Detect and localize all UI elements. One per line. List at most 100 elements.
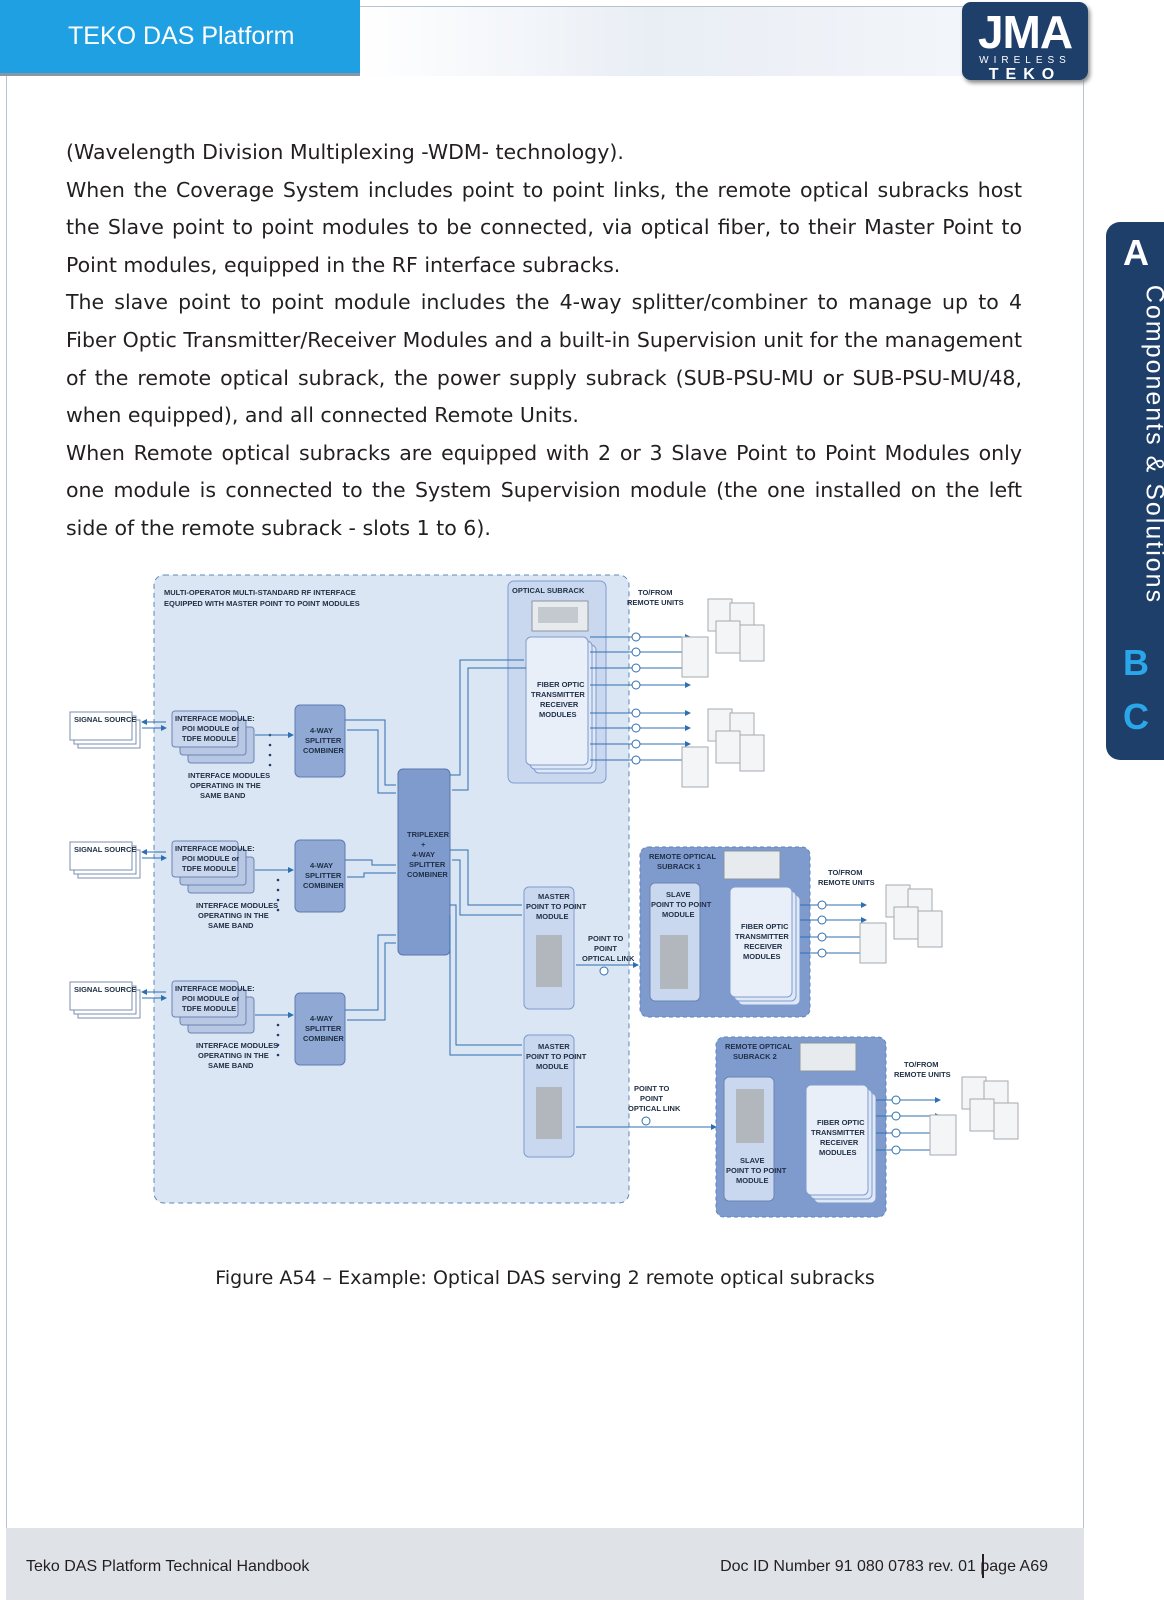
footer-doc-id: Doc ID Number 91 080 0783 rev. 01 page A… <box>720 1558 1048 1575</box>
svg-text:OPERATING IN THE: OPERATING IN THE <box>198 911 269 920</box>
link-label-1a: POINT TO <box>588 934 623 943</box>
svg-text:OPERATING IN THE: OPERATING IN THE <box>190 781 261 790</box>
fiber-optic-modules-remote-2: FIBER OPTIC TRANSMITTER RECEIVER MODULES <box>805 1084 877 1204</box>
signal-source-label: SIGNAL SOURCE <box>74 985 136 994</box>
svg-text:INTERFACE MODULES: INTERFACE MODULES <box>196 1041 278 1050</box>
svg-text:MODULE: MODULE <box>736 1176 769 1185</box>
signal-source-label: SIGNAL SOURCE <box>74 845 136 854</box>
remote-units-cluster-2 <box>681 708 765 788</box>
link-label-2a: POINT TO <box>634 1084 669 1093</box>
svg-text:SPLITTER: SPLITTER <box>409 860 446 869</box>
remote-units-cluster-3 <box>859 884 943 964</box>
svg-text:OPERATING IN THE: OPERATING IN THE <box>198 1051 269 1060</box>
svg-text:4-WAY: 4-WAY <box>412 850 435 859</box>
link-label-1c: OPTICAL LINK <box>582 954 635 963</box>
to-from-label-2: REMOTE UNITS <box>627 598 684 607</box>
to-from-label-1: TO/FROM <box>638 588 672 597</box>
svg-text:TRANSMITTER: TRANSMITTER <box>735 932 789 941</box>
fiber-optic-modules-main: FIBER OPTIC TRANSMITTER RECEIVER MODULES <box>525 636 597 774</box>
svg-text:COMBINER: COMBINER <box>407 870 448 879</box>
signal-source-2: SIGNAL SOURCE <box>69 841 141 879</box>
svg-text:TRANSMITTER: TRANSMITTER <box>531 690 585 699</box>
svg-text:+: + <box>421 840 426 849</box>
svg-text:SAME BAND: SAME BAND <box>208 921 254 930</box>
svg-text:MASTER: MASTER <box>538 1042 570 1051</box>
body-text: (Wavelength Division Multiplexing -WDM- … <box>66 134 1022 548</box>
remote-subrack-2-label-b: SUBRACK 2 <box>733 1052 777 1061</box>
to-from-label-3a: TO/FROM <box>828 868 862 877</box>
svg-text:TDFE MODULE: TDFE MODULE <box>182 1004 236 1013</box>
interface-module-stack-1: INTERFACE MODULE: POI MODULE or TDFE MOD… <box>171 710 270 800</box>
section-side-tab[interactable]: A Components & Solutions B C <box>1106 222 1164 760</box>
interface-module-stack-2: INTERFACE MODULE: POI MODULE or TDFE MOD… <box>171 840 278 930</box>
logo-brand: TEKO <box>988 66 1062 83</box>
svg-text:POI MODULE or: POI MODULE or <box>182 994 239 1003</box>
slave-ptp-module-2: SLAVE POINT TO POINT MODULE <box>723 1076 787 1202</box>
svg-text:4-WAY: 4-WAY <box>310 861 333 870</box>
section-letter-a[interactable]: A <box>1123 232 1149 273</box>
splitter-combiner-2: 4-WAY SPLITTER COMBINER <box>294 839 346 913</box>
link-label-2b: POINT <box>640 1094 663 1103</box>
svg-text:INTERFACE MODULE:: INTERFACE MODULE: <box>175 714 255 723</box>
splitter-combiner-1: 4-WAY SPLITTER COMBINER <box>294 704 346 778</box>
rf-title-line1: MULTI-OPERATOR MULTI-STANDARD RF INTERFA… <box>164 588 356 597</box>
svg-text:4-WAY: 4-WAY <box>310 1014 333 1023</box>
svg-text:FIBER OPTIC: FIBER OPTIC <box>741 922 789 931</box>
to-from-label-4a: TO/FROM <box>904 1060 938 1069</box>
footer-separator <box>982 1554 984 1578</box>
remote-units-cluster-1 <box>681 598 765 678</box>
signal-source-1: SIGNAL SOURCE <box>69 711 141 749</box>
svg-text:INTERFACE MODULE:: INTERFACE MODULE: <box>175 844 255 853</box>
svg-text:POI MODULE or: POI MODULE or <box>182 854 239 863</box>
optical-subrack-title: OPTICAL SUBRACK <box>512 586 585 595</box>
section-letter-b[interactable]: B <box>1123 642 1149 683</box>
svg-text:POINT TO POINT: POINT TO POINT <box>526 1052 587 1061</box>
remote-subrack-1-label-a: REMOTE OPTICAL <box>649 852 717 861</box>
svg-text:INTERFACE MODULE:: INTERFACE MODULE: <box>175 984 255 993</box>
svg-text:FIBER OPTIC: FIBER OPTIC <box>817 1118 865 1127</box>
to-from-label-3b: REMOTE UNITS <box>818 878 875 887</box>
svg-text:POINT TO POINT: POINT TO POINT <box>651 900 712 909</box>
remote-subrack-1-label-b: SUBRACK 1 <box>657 862 701 871</box>
remote-subrack-2-device <box>799 1042 857 1072</box>
svg-text:MODULE: MODULE <box>662 910 695 919</box>
master-ptp-module-2: MASTER POINT TO POINT MODULE <box>523 1034 587 1158</box>
header-tab: TEKO DAS Platform <box>0 0 360 76</box>
svg-text:SAME BAND: SAME BAND <box>200 791 246 800</box>
paragraph-2: When the Coverage System includes point … <box>66 177 1022 277</box>
optical-subrack-device <box>531 600 589 632</box>
paragraph-4: When Remote optical subracks are equippe… <box>66 440 1022 540</box>
triplexer-combiner: TRIPLEXER + 4-WAY SPLITTER COMBINER <box>397 768 451 956</box>
svg-text:MASTER: MASTER <box>538 892 570 901</box>
paragraph-3: The slave point to point module includes… <box>66 290 1022 428</box>
svg-text:COMBINER: COMBINER <box>303 1034 344 1043</box>
jma-teko-logo: JMA WIRELESS TEKO <box>962 2 1088 83</box>
link-label-2c: OPTICAL LINK <box>628 1104 681 1113</box>
section-letter-c[interactable]: C <box>1123 696 1149 737</box>
remote-subrack-2-label-a: REMOTE OPTICAL <box>725 1042 793 1051</box>
svg-text:TDFE MODULE: TDFE MODULE <box>182 864 236 873</box>
to-from-label-4b: REMOTE UNITS <box>894 1070 951 1079</box>
svg-text:4-WAY: 4-WAY <box>310 726 333 735</box>
svg-text:POINT TO POINT: POINT TO POINT <box>726 1166 787 1175</box>
logo-main: JMA <box>977 6 1073 58</box>
section-label: Components & Solutions <box>1140 284 1164 605</box>
fiber-optic-modules-remote-1: FIBER OPTIC TRANSMITTER RECEIVER MODULES <box>729 886 801 1006</box>
link-label-1b: POINT <box>594 944 617 953</box>
signal-source-3: SIGNAL SOURCE <box>69 981 141 1019</box>
svg-text:TRIPLEXER: TRIPLEXER <box>407 830 450 839</box>
svg-text:FIBER OPTIC: FIBER OPTIC <box>537 680 585 689</box>
page-footer: Teko DAS Platform Technical Handbook Doc… <box>6 1528 1084 1600</box>
master-ptp-module-1: MASTER POINT TO POINT MODULE <box>523 886 587 1010</box>
svg-text:SPLITTER: SPLITTER <box>305 871 342 880</box>
svg-text:TDFE MODULE: TDFE MODULE <box>182 734 236 743</box>
svg-text:INTERFACE MODULES: INTERFACE MODULES <box>188 771 270 780</box>
footer-handbook-title: Teko DAS Platform Technical Handbook <box>26 1558 310 1575</box>
svg-text:POI MODULE or: POI MODULE or <box>182 724 239 733</box>
rf-title-line2: EQUIPPED WITH MASTER POINT TO POINT MODU… <box>164 599 360 608</box>
svg-text:POINT TO POINT: POINT TO POINT <box>526 902 587 911</box>
svg-text:COMBINER: COMBINER <box>303 746 344 755</box>
figure-caption: Figure A54 – Example: Optical DAS servin… <box>215 1267 875 1289</box>
svg-text:SLAVE: SLAVE <box>666 890 690 899</box>
paragraph-1: (Wavelength Division Multiplexing -WDM- … <box>66 140 624 164</box>
